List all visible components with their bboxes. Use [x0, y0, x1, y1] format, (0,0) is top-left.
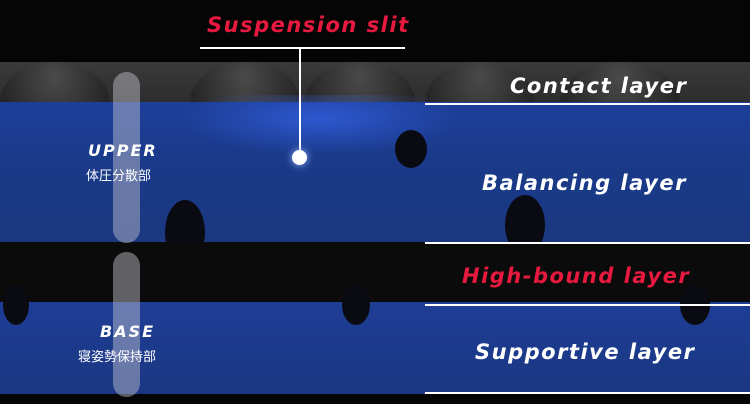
base-label: BASE: [100, 322, 156, 341]
contact-layer-label: Contact layer: [510, 74, 688, 98]
layer-divider: [425, 304, 750, 306]
high-bound-layer-foam: [0, 242, 750, 302]
callout-line: [200, 47, 405, 49]
supportive-layer-foam: [0, 302, 750, 394]
base-jp-label: 寝姿勢保持部: [78, 350, 157, 365]
high-bound-layer-label: High-bound layer: [462, 264, 691, 288]
upper-jp-label: 体圧分散部: [86, 169, 152, 184]
supportive-layer-label: Supportive layer: [475, 340, 696, 364]
callout-line: [299, 48, 301, 156]
base-bracket-bar: [113, 252, 140, 397]
slit: [395, 130, 427, 168]
layer-divider: [425, 392, 750, 394]
layer-divider: [425, 103, 750, 105]
slit: [342, 285, 370, 325]
upper-bracket-bar: [113, 72, 140, 243]
layer-divider: [425, 242, 750, 244]
callout-dot: [292, 150, 307, 165]
slit: [3, 285, 29, 325]
balancing-layer-label: Balancing layer: [482, 171, 687, 195]
upper-label: UPPER: [88, 141, 158, 160]
suspension-slit-label: Suspension slit: [207, 13, 410, 37]
